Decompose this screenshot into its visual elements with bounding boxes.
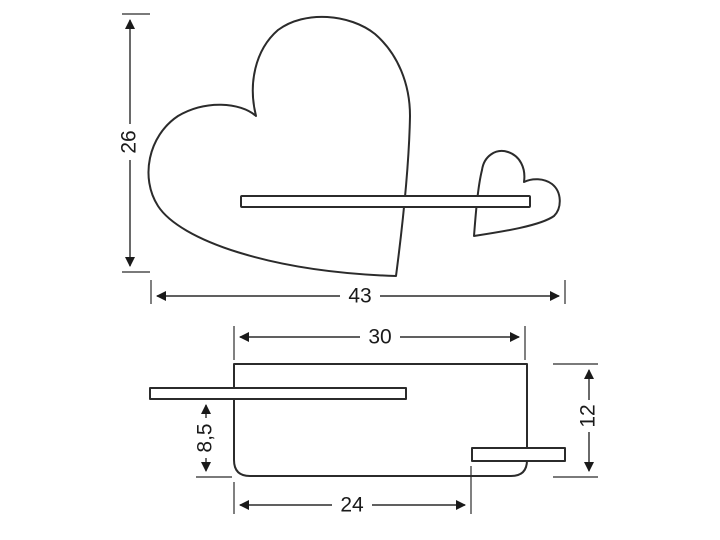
dimension-label-12: 12 [577, 404, 600, 427]
front-shelf [240, 195, 531, 208]
dimension-width-43: 43 [150, 280, 566, 308]
dimension-width-30: 30 [233, 325, 526, 360]
dimension-label-26: 26 [118, 130, 141, 153]
side-upper-shelf [149, 387, 407, 400]
dimension-width-24: 24 [233, 466, 472, 517]
dimension-label-30: 30 [368, 326, 391, 349]
small-heart-outline [473, 150, 561, 237]
dimension-height-26: 26 [118, 13, 150, 273]
dimension-label-43: 43 [348, 285, 371, 308]
side-lower-shelf [471, 447, 566, 462]
large-heart-outline [147, 15, 411, 277]
dimension-label-24: 24 [340, 494, 364, 517]
side-view [149, 363, 566, 477]
front-view [147, 15, 561, 277]
dimension-height-12: 12 [553, 363, 601, 478]
dimension-label-8-5: 8,5 [194, 423, 217, 452]
dimension-height-8-5: 8,5 [194, 404, 232, 478]
